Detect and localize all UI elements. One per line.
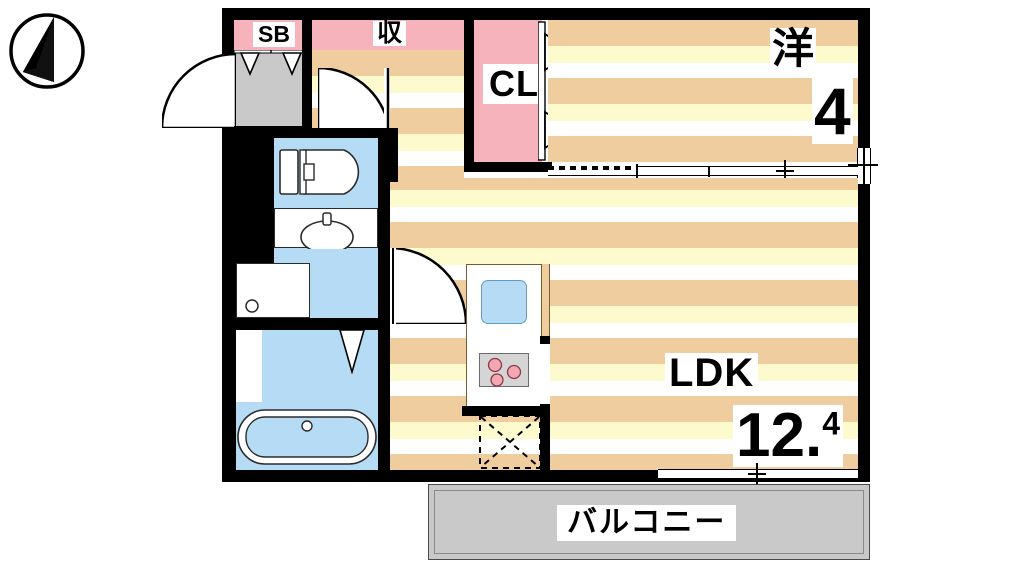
gas-stove-3-burner (479, 353, 529, 387)
wall-toilet-right (378, 136, 390, 326)
closet-wall-left (464, 20, 474, 172)
wall-cap-ldk-left (378, 318, 390, 330)
washroom-door-swing[interactable] (388, 246, 468, 326)
interior-wall-entrance-hall (302, 20, 312, 130)
shoe-box-label: SB (253, 22, 295, 47)
western-room-label: 洋 (770, 25, 817, 72)
kitchen-wall-bottom (462, 406, 550, 416)
wall-bath-top (234, 318, 390, 330)
washing-machine-space (236, 263, 310, 318)
exterior-wall-right-lower (858, 180, 870, 482)
ldk-label: LDK (665, 353, 759, 393)
partition-sliding-door-western-ldk[interactable] (548, 160, 858, 182)
kitchen-sink (481, 280, 527, 324)
closet-label: CL (483, 64, 545, 104)
closet-wall-bottom (464, 162, 552, 172)
wall-bath-right (378, 330, 390, 482)
north-arrow-compass (6, 10, 88, 92)
exterior-wall-top (222, 8, 870, 20)
balcony-inner-edge (434, 490, 864, 554)
window-tick-right (848, 164, 878, 166)
kitchen-wall-right (540, 336, 550, 472)
wall-cap-hall-right (388, 128, 398, 182)
exterior-wall-right (858, 8, 870, 150)
interior-wall-entrance-bottom (234, 126, 312, 136)
refrigerator-space (478, 414, 542, 470)
kitchen-wall-left-stub (462, 406, 472, 416)
ldk-size: 12.4 (733, 405, 843, 467)
washbasin-vanity (274, 208, 378, 254)
entrance-door-jamb (228, 48, 236, 54)
western-room-size: 4 (812, 74, 853, 148)
bathtub (236, 404, 378, 470)
hallway-door-swing[interactable] (316, 66, 392, 142)
bath-folding-door[interactable] (330, 330, 378, 374)
kitchen-wall-gap (540, 344, 550, 404)
bath-dry-area (236, 330, 262, 402)
toilet-fixture (278, 146, 374, 198)
wall-toilet-top (274, 128, 390, 138)
window-western-room (856, 148, 872, 184)
wall-water-bottom (234, 470, 390, 482)
sb-folding-door[interactable] (234, 50, 308, 76)
balcony-label: バルコニー (557, 505, 737, 541)
exterior-wall-left-lower (222, 128, 236, 482)
storage-label: 収 (373, 21, 407, 46)
balcony-sliding-door[interactable] (658, 463, 858, 487)
hall-floor-mid (388, 172, 464, 182)
entrance-door-swing[interactable] (160, 52, 238, 130)
